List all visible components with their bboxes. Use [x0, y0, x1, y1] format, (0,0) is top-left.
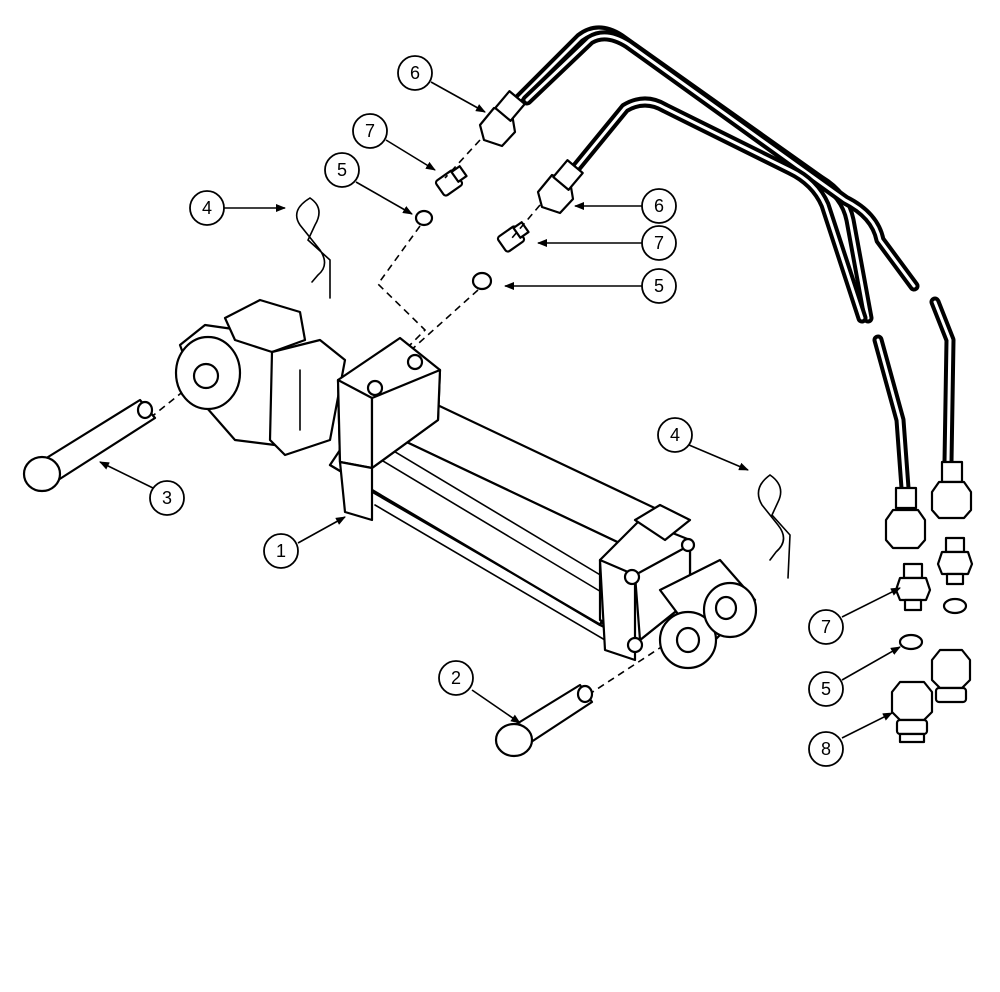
- svg-text:5: 5: [654, 276, 664, 296]
- callout-5-lower: 5: [808, 671, 844, 707]
- clevis-pin-lower: [494, 683, 594, 758]
- hose-fitting-upper: [478, 90, 526, 148]
- svg-text:2: 2: [451, 668, 461, 688]
- svg-text:7: 7: [654, 233, 664, 253]
- callout-4-right: 4: [657, 417, 693, 453]
- svg-text:1: 1: [276, 541, 286, 561]
- hose-lower-ends: [872, 296, 956, 494]
- hose-end-fitting-left: [884, 486, 927, 550]
- callout-6-upper: 6: [397, 55, 433, 91]
- svg-text:5: 5: [821, 679, 831, 699]
- callout-7-middle: 7: [641, 225, 677, 261]
- adapter-fitting-right: [936, 536, 974, 586]
- svg-text:6: 6: [410, 63, 420, 83]
- clevis-pin-left: [22, 398, 157, 493]
- connector-upper-2: [496, 221, 530, 253]
- callout-1: 1: [263, 533, 299, 569]
- o-ring-upper-1: [414, 209, 434, 227]
- o-ring-upper-2: [471, 271, 493, 291]
- quick-coupler-left: [890, 680, 934, 744]
- callout-8: 8: [808, 731, 844, 767]
- callout-2: 2: [438, 660, 474, 696]
- svg-text:4: 4: [670, 425, 680, 445]
- hose-fitting-lower: [536, 159, 584, 215]
- hydraulic-hose-outer: [504, 25, 920, 324]
- o-ring-lower-right: [942, 597, 968, 615]
- callout-leaders: [99, 81, 901, 739]
- hydraulic-hose-inner: [560, 96, 868, 324]
- quick-coupler-right: [930, 648, 972, 704]
- callout-3: 3: [149, 480, 185, 516]
- assembly-line-pin-2: [587, 639, 673, 696]
- hose-end-fitting-right: [930, 460, 973, 520]
- hydraulic-cylinder: [174, 298, 758, 670]
- callout-6-right: 6: [641, 188, 677, 224]
- svg-text:3: 3: [162, 488, 172, 508]
- hairpin-clip-right: [757, 474, 791, 579]
- svg-text:4: 4: [202, 198, 212, 218]
- callout-5-middle: 5: [641, 268, 677, 304]
- svg-text:7: 7: [821, 617, 831, 637]
- assembly-line-upper: [376, 139, 481, 346]
- connector-upper-1: [434, 165, 468, 197]
- hairpin-clip-left: [295, 197, 331, 299]
- svg-text:7: 7: [365, 121, 375, 141]
- svg-text:8: 8: [821, 739, 831, 759]
- svg-text:6: 6: [654, 196, 664, 216]
- adapter-fitting-left: [894, 562, 932, 612]
- callout-7-lower: 7: [808, 609, 844, 645]
- callout-7-upper: 7: [352, 113, 388, 149]
- svg-text:5: 5: [337, 160, 347, 180]
- callout-4-left: 4: [189, 190, 225, 226]
- o-ring-lower-left: [898, 633, 924, 651]
- callout-5-upper: 5: [324, 152, 360, 188]
